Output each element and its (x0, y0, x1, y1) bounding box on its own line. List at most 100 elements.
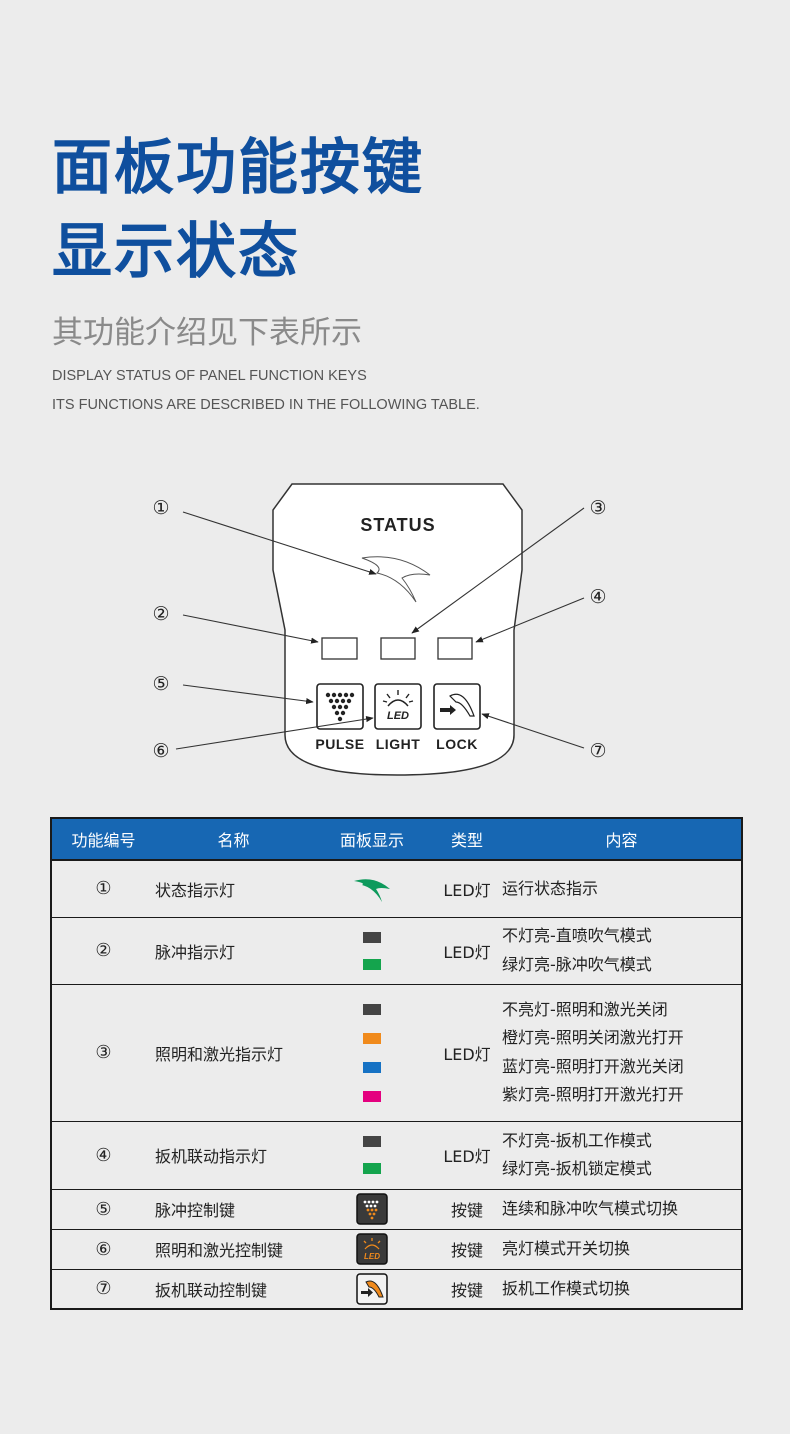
content-line: 紫灯亮-照明打开激光打开 (502, 1085, 684, 1104)
row-name: 扳机联动指示灯 (155, 1120, 312, 1189)
row-name: 脉冲控制键 (155, 1188, 312, 1229)
trigger-icon (449, 693, 475, 717)
callout-6: ⑥ (152, 740, 169, 762)
row-display (312, 1188, 432, 1229)
callout-arrow-5 (182, 684, 314, 705)
callout-3: ③ (589, 497, 606, 519)
callout-arrow-7 (481, 713, 585, 749)
row-type: 按键 (432, 1268, 502, 1310)
pulse-key-icon (356, 1193, 388, 1225)
row-content: 不亮灯-照明和激光关闭 橙灯亮-照明关闭激光打开 蓝灯亮-照明打开激光关闭 紫灯… (502, 983, 743, 1121)
light-key-icon: LED (356, 1233, 388, 1265)
callout-7: ⑦ (589, 740, 606, 762)
row-type: LED灯 (432, 859, 502, 917)
lock-key[interactable] (433, 683, 481, 730)
table-row: ② 脉冲指示灯 LED灯 不灯亮-直喷吹气模式 绿灯亮-脉冲吹气模式 (50, 916, 743, 984)
led-label: LED (387, 710, 409, 722)
content-line: 不灯亮-直喷吹气模式 (502, 926, 652, 945)
row-display (312, 983, 432, 1121)
row-name: 状态指示灯 (155, 859, 312, 917)
callout-arrow-4 (475, 597, 585, 643)
row-type: 按键 (432, 1188, 502, 1229)
arrow-right-icon (440, 705, 456, 715)
led-mini-label: LED (364, 1252, 380, 1261)
indicator-window-3 (380, 637, 416, 660)
content-line: 绿灯亮-脉冲吹气模式 (502, 954, 652, 974)
light-key-label: LIGHT (376, 736, 421, 752)
content-line: 扳机工作模式切换 (502, 1278, 631, 1298)
subtitle-en-line1: DISPLAY STATUS OF PANEL FUNCTION KEYS (52, 368, 367, 384)
row-content: 运行状态指示 (502, 859, 743, 917)
led-swatch-blue (363, 1061, 381, 1073)
callout-arrow-2 (182, 614, 319, 644)
row-number: ③ (50, 983, 155, 1121)
light-key[interactable]: LED (374, 683, 422, 730)
callout-4: ④ (589, 586, 606, 608)
row-display (312, 1268, 432, 1310)
row-name: 照明和激光指示灯 (155, 983, 312, 1121)
header-panel-display: 面板显示 (312, 817, 432, 861)
pulse-dots-icon (325, 692, 355, 722)
row-type: LED灯 (432, 1120, 502, 1189)
row-content: 亮灯模式开关切换 (502, 1228, 743, 1269)
row-content: 不灯亮-直喷吹气模式 绿灯亮-脉冲吹气模式 (502, 916, 743, 984)
callout-5: ⑤ (152, 673, 169, 695)
led-swatch-orange (363, 1032, 381, 1044)
row-type: LED灯 (432, 983, 502, 1121)
row-number: ④ (50, 1120, 155, 1189)
row-content: 扳机工作模式切换 (502, 1268, 743, 1310)
table-header-row: 功能编号 名称 面板显示 类型 内容 (50, 817, 743, 861)
led-swatch-off (363, 931, 381, 943)
callout-1: ① (152, 497, 169, 519)
content-line: 蓝灯亮-照明打开激光关闭 (502, 1056, 684, 1076)
row-type: LED灯 (432, 916, 502, 984)
header-name: 名称 (155, 817, 312, 861)
status-swoosh-icon (354, 878, 390, 902)
row-content: 连续和脉冲吹气模式切换 (502, 1188, 743, 1229)
light-rays-icon (382, 690, 414, 707)
row-type: 按键 (432, 1228, 502, 1269)
row-display (312, 1120, 432, 1189)
lock-key-icon (356, 1273, 388, 1305)
row-name: 照明和激光控制键 (155, 1228, 312, 1269)
table-row: ③ 照明和激光指示灯 LED灯 不亮灯-照明和激光关闭 橙灯亮-照明关闭激光打开… (50, 983, 743, 1121)
content-line: 运行状态指示 (502, 878, 599, 898)
led-swatch-magenta (363, 1090, 381, 1102)
row-number: ⑤ (50, 1188, 155, 1229)
pulse-key-label: PULSE (315, 736, 364, 752)
indicator-window-2 (321, 637, 358, 660)
function-table: 功能编号 名称 面板显示 类型 内容 ① 状态指示灯 LED灯 运行状态指示 ②… (50, 817, 743, 1310)
subtitle-en-line2: ITS FUNCTIONS ARE DESCRIBED IN THE FOLLO… (52, 397, 480, 413)
callout-arrow-1 (182, 511, 377, 575)
row-number: ⑦ (50, 1268, 155, 1310)
row-content: 不灯亮-扳机工作模式 绿灯亮-扳机锁定模式 (502, 1120, 743, 1189)
status-swoosh-outline-icon (361, 556, 431, 603)
led-swatch-off (363, 1136, 381, 1147)
table-row: ⑤ 脉冲控制键 按键 连续和脉冲吹气模式切 (50, 1188, 743, 1229)
callout-arrow-6 (175, 716, 374, 750)
table-row: ① 状态指示灯 LED灯 运行状态指示 (50, 859, 743, 917)
row-display (312, 859, 432, 917)
content-line: 不亮灯-照明和激光关闭 (502, 999, 668, 1019)
header-type: 类型 (432, 817, 502, 861)
header-content: 内容 (502, 817, 743, 861)
content-line: 绿灯亮-扳机锁定模式 (502, 1159, 652, 1178)
row-display (312, 916, 432, 984)
callout-arrow-3 (411, 507, 585, 634)
row-display: LED (312, 1228, 432, 1269)
row-number: ② (50, 916, 155, 984)
led-swatch-green (363, 958, 381, 970)
page-title-line1: 面板功能按键 (52, 133, 424, 203)
subtitle-cn: 其功能介绍见下表所示 (52, 315, 362, 351)
row-number: ⑥ (50, 1228, 155, 1269)
content-line: 亮灯模式开关切换 (502, 1238, 631, 1258)
pulse-key[interactable] (316, 683, 364, 730)
row-name: 扳机联动控制键 (155, 1268, 312, 1310)
callout-2: ② (152, 603, 169, 625)
panel-status-label: STATUS (360, 515, 435, 535)
row-name: 脉冲指示灯 (155, 916, 312, 984)
table-row: ⑦ 扳机联动控制键 按键 扳机工作模式切换 (50, 1268, 743, 1310)
header-function-number: 功能编号 (50, 817, 155, 861)
page-title-line2: 显示状态 (52, 217, 300, 287)
content-line: 连续和脉冲吹气模式切换 (502, 1198, 679, 1218)
